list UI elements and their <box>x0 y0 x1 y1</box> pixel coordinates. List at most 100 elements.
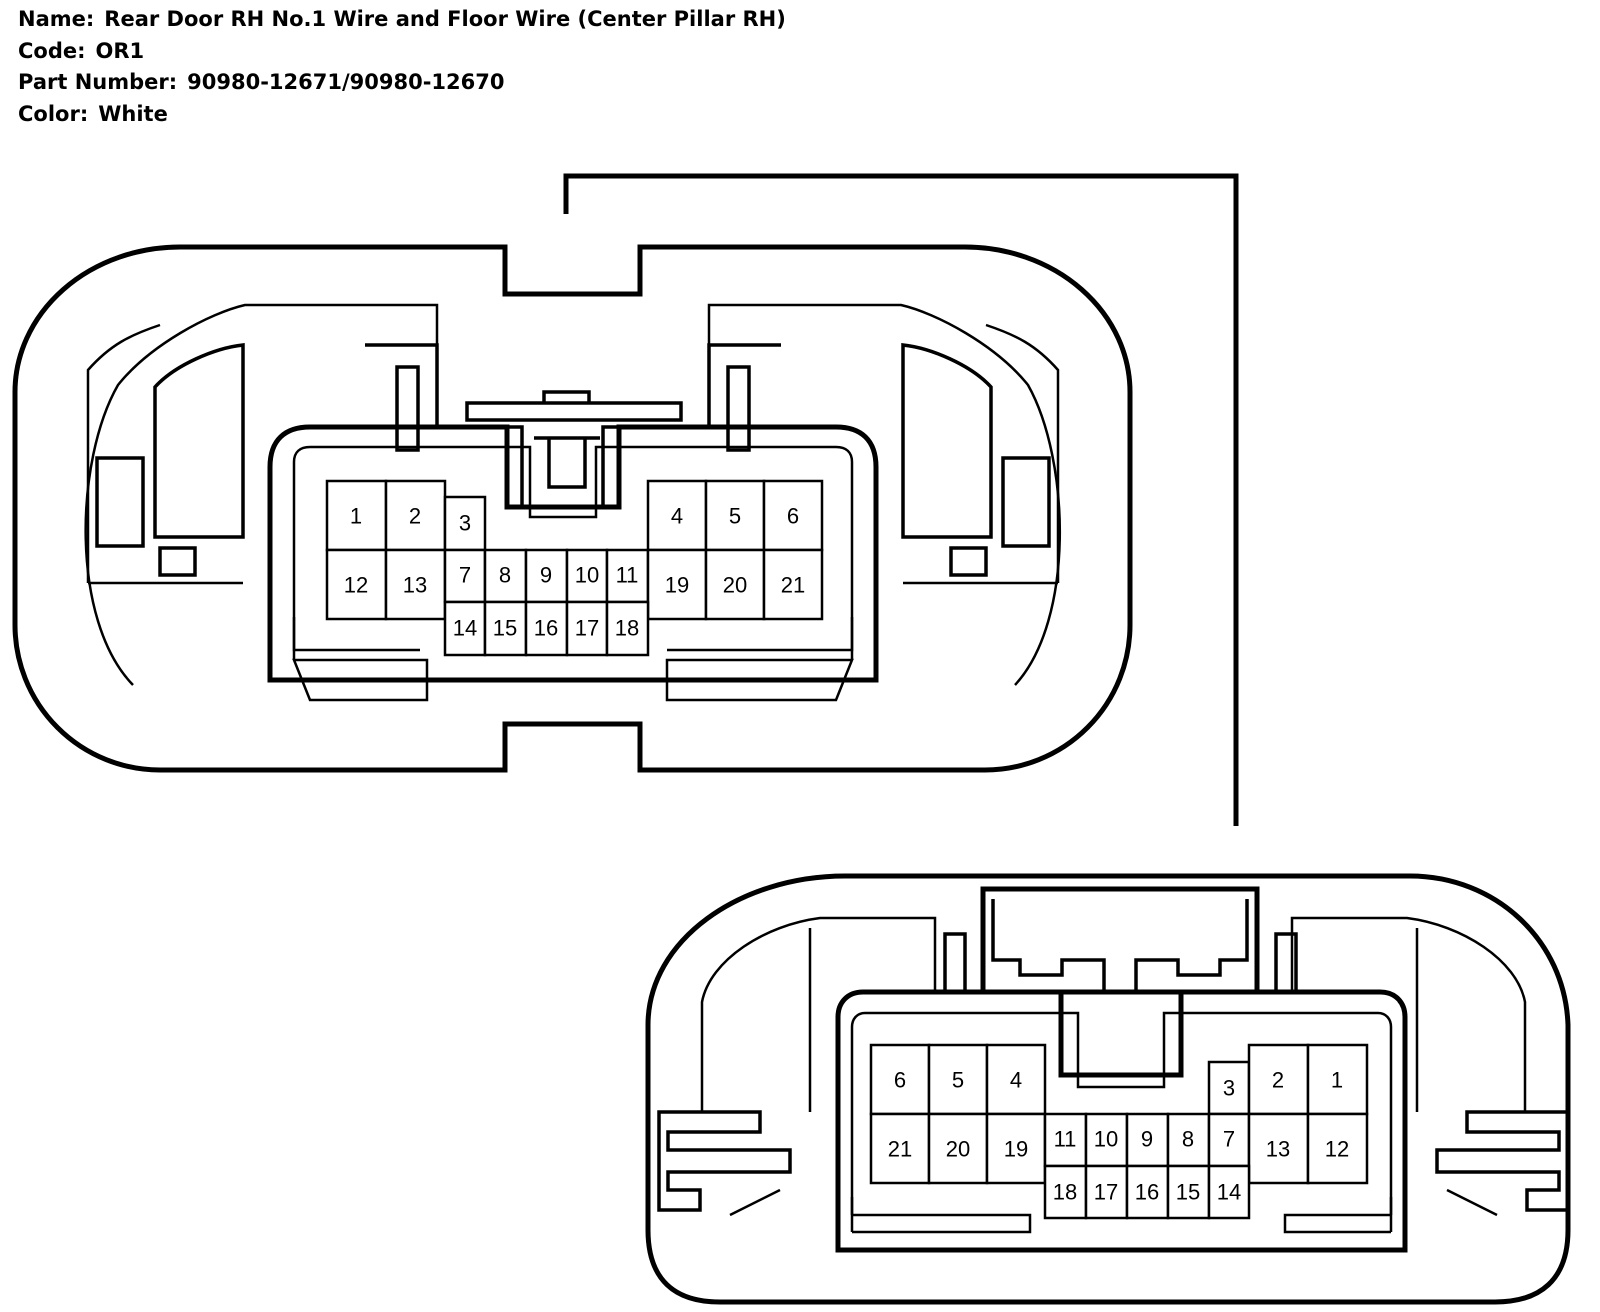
pin-label: 1 <box>1331 1068 1343 1093</box>
code-value: OR1 <box>95 38 145 63</box>
connector-top-lock-bar <box>465 390 683 489</box>
connector-top-cavity-frame <box>267 424 879 683</box>
pin-label: 17 <box>575 616 599 641</box>
pin-label: 6 <box>894 1068 906 1093</box>
part-number-line: Part Number: 90980-12671/90980-12670 <box>18 67 786 99</box>
connector-bottom-lock-tabs <box>943 932 1298 994</box>
pin-label: 10 <box>575 563 599 588</box>
pin-label: 16 <box>1135 1180 1159 1205</box>
code-label: Code: <box>18 38 86 63</box>
pin-label: 15 <box>1176 1180 1200 1205</box>
connector-bottom-shroud <box>700 916 1527 1112</box>
connector-top-bottom-rails <box>292 617 854 702</box>
connector-top-housing <box>12 244 1133 773</box>
pin-label: 19 <box>665 573 689 598</box>
pin-label: 8 <box>1182 1127 1194 1152</box>
pin-label: 16 <box>534 616 558 641</box>
connector-top-pin-grid: 1 2 3 4 5 6 12 13 7 8 9 10 11 19 20 21 1… <box>325 479 824 657</box>
connector-top-left-shroud-inner <box>86 323 161 583</box>
connector-top-cavity-inner <box>292 445 854 660</box>
connector-bottom-shroud-ledges <box>808 928 1419 1112</box>
name-line: Name: Rear Door RH No.1 Wire and Floor Wi… <box>18 4 786 36</box>
connector-bottom-pin-grid: 6 5 4 3 2 1 21 20 19 11 10 9 8 7 13 12 1… <box>869 1043 1369 1220</box>
pin-cell <box>483 600 528 657</box>
part-number-label: Part Number: <box>18 70 178 94</box>
pin-label: 19 <box>1004 1137 1028 1162</box>
pin-label: 17 <box>1094 1180 1118 1205</box>
pin-label: 20 <box>723 573 747 598</box>
name-value: Rear Door RH No.1 Wire and Floor Wire (C… <box>104 7 786 31</box>
connector-bottom-lock-inner <box>991 899 1249 992</box>
pin-cell <box>985 1043 1047 1116</box>
pin-cell <box>762 548 824 621</box>
connector-bottom-housing <box>645 873 1571 1305</box>
pin-label: 2 <box>1272 1068 1284 1093</box>
pin-cell <box>605 548 650 604</box>
color-value: White <box>98 101 168 126</box>
pin-label: 13 <box>403 573 427 598</box>
pin-label: 8 <box>499 563 511 588</box>
pin-label: 11 <box>1054 1127 1077 1152</box>
pin-cell <box>869 1112 931 1185</box>
pin-cell <box>443 600 487 657</box>
connector-top <box>12 244 1133 773</box>
pin-label: 15 <box>493 616 517 641</box>
pin-label: 1 <box>350 504 362 529</box>
color-line: Color: White <box>18 99 786 131</box>
part-number-value: 90980-12671/90980-12670 <box>187 70 505 94</box>
pin-label: 5 <box>729 504 741 529</box>
name-label: Name: <box>18 7 95 31</box>
pin-label: 12 <box>1325 1137 1349 1162</box>
pin-label: 2 <box>409 504 421 529</box>
pin-label: 20 <box>946 1137 970 1162</box>
connector-bottom-rails <box>850 1197 1393 1234</box>
pin-label: 14 <box>453 616 477 641</box>
pin-label: 18 <box>615 616 639 641</box>
pin-label: 10 <box>1094 1127 1118 1152</box>
pin-label: 13 <box>1266 1137 1290 1162</box>
pin-label: 9 <box>540 563 552 588</box>
pin-cell <box>605 600 650 657</box>
pin-cell <box>1043 1164 1088 1220</box>
pin-label: 4 <box>671 504 683 529</box>
code-line: Code: OR1 <box>18 36 786 68</box>
pin-cell <box>1043 1112 1088 1168</box>
pin-cell <box>1247 1112 1310 1185</box>
connector-top-right-shroud <box>707 303 1062 686</box>
connector-bottom <box>645 873 1571 1305</box>
pin-label: 12 <box>344 573 368 598</box>
connector-bottom-cavity-frame <box>835 989 1408 1253</box>
connector-bottom-side-clips <box>729 1188 1498 1217</box>
connector-info: Name: Rear Door RH No.1 Wire and Floor Wi… <box>18 4 786 130</box>
color-label: Color: <box>18 101 89 126</box>
pin-cell <box>1306 1112 1369 1185</box>
connector-top-left-latch <box>95 343 245 577</box>
connector-top-lock-tabs <box>395 365 751 452</box>
pin-cell <box>704 548 766 621</box>
pin-label: 11 <box>616 563 639 588</box>
pin-cell <box>646 548 708 621</box>
pin-cell <box>1207 1164 1251 1220</box>
pin-label: 4 <box>1010 1068 1022 1093</box>
pin-cell <box>1207 1060 1251 1116</box>
connector-top-right-shroud-inner <box>985 323 1060 583</box>
pin-label: 7 <box>459 563 471 588</box>
pin-label: 3 <box>459 511 471 536</box>
pin-label: 6 <box>787 504 799 529</box>
pin-label: 7 <box>1223 1127 1235 1152</box>
pin-label: 9 <box>1141 1127 1153 1152</box>
pin-label: 18 <box>1053 1180 1077 1205</box>
pin-cell <box>704 479 766 552</box>
connector-bottom-right-bar <box>1435 1110 1570 1212</box>
connector-top-left-shroud <box>84 303 439 686</box>
pin-cell <box>1306 1043 1369 1116</box>
pin-label: 21 <box>888 1137 912 1162</box>
pin-cell <box>1247 1043 1310 1116</box>
connector-top-right-latch <box>901 343 1051 577</box>
pin-label: 3 <box>1223 1076 1235 1101</box>
pin-cell <box>325 479 388 552</box>
connector-bottom-left-bar <box>657 1110 792 1212</box>
connector-bottom-cavity-inner <box>850 1011 1393 1232</box>
pin-cell <box>524 600 569 657</box>
